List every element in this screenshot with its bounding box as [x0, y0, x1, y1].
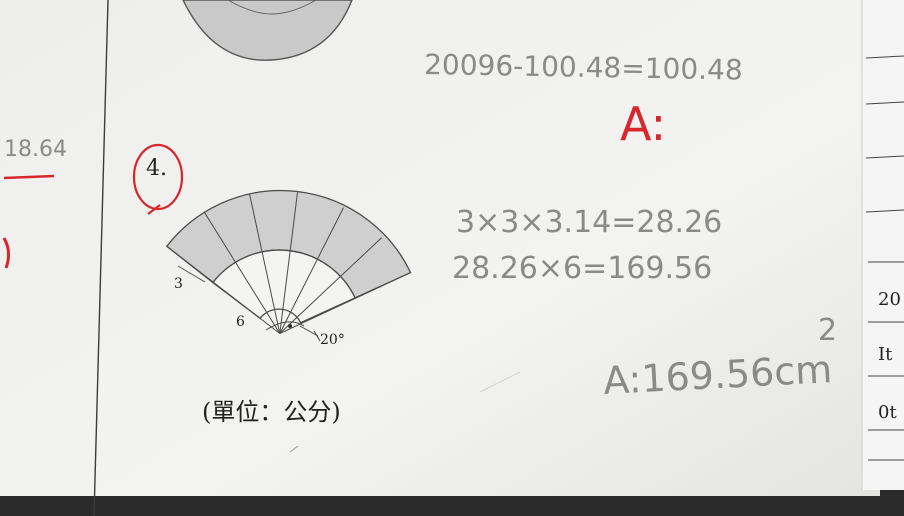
margin-underline	[3, 174, 55, 180]
right-page-rules	[865, 55, 904, 461]
problem-circle	[132, 143, 184, 211]
margin-number: 18.64	[4, 137, 67, 162]
fan-diagram	[165, 189, 412, 342]
paper-sheet	[0, 0, 880, 500]
units-caption: (單位：公分)	[202, 398, 341, 426]
red-answer-label: A:	[620, 97, 666, 151]
margin-line	[93, 0, 109, 516]
label-angle: 20°	[320, 332, 345, 348]
top-circle-diagram	[182, 0, 353, 61]
top-calculation: 20096-100.48=100.48	[424, 48, 743, 87]
label-inner-radius: 6	[236, 314, 245, 330]
label-outer-band: 3	[174, 276, 183, 292]
final-answer-exponent: 2	[818, 313, 837, 348]
right-fragment-2: It	[878, 344, 893, 365]
red-margin-mark	[2, 237, 11, 269]
right-fragment-3: 0t	[878, 402, 897, 423]
right-page	[862, 0, 904, 490]
right-fragment-1: 20	[878, 289, 901, 310]
calc-line-2: 28.26×6=169.56	[452, 251, 712, 286]
problem-number: 4.	[146, 156, 167, 181]
calc-line-1: 3×3×3.14=28.26	[456, 205, 722, 240]
table-edge	[0, 496, 904, 516]
